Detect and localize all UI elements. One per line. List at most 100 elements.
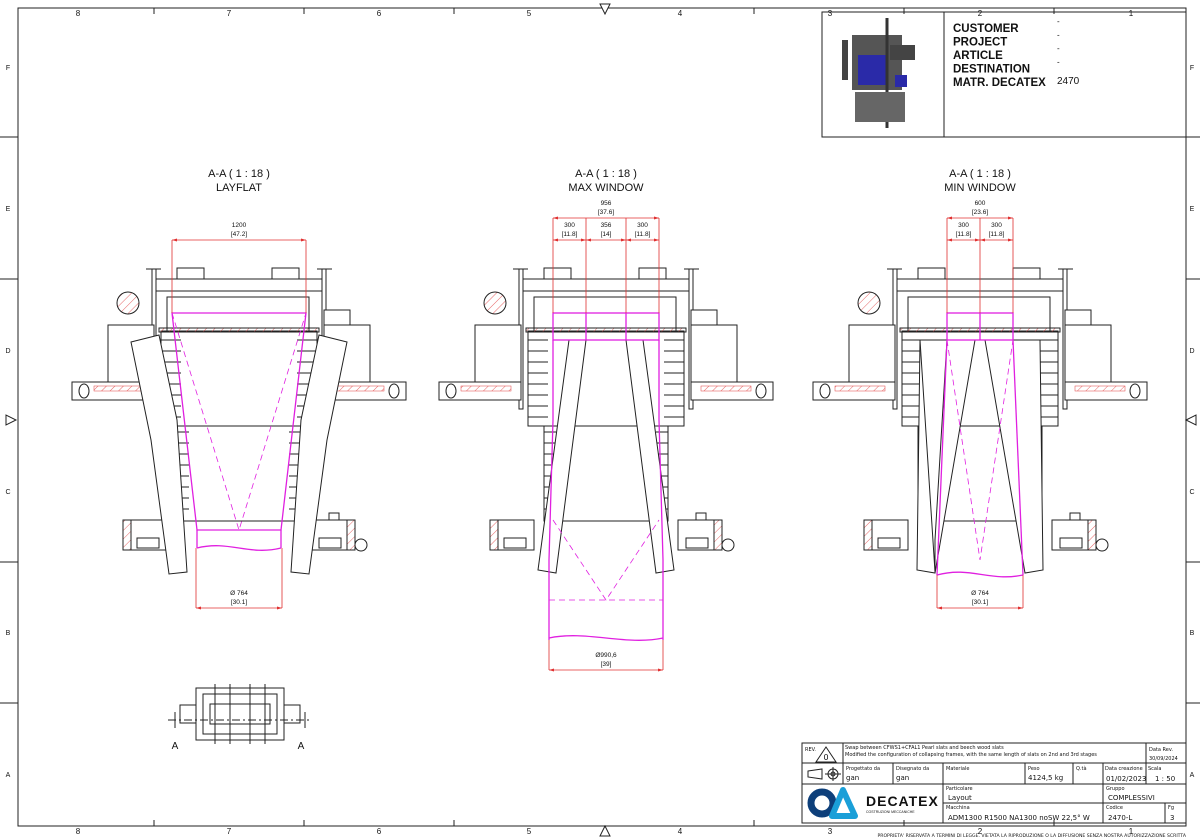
side-box-top — [1064, 309, 1092, 326]
dimension-value-inch: [39] — [601, 661, 612, 668]
info-value: - — [1057, 31, 1060, 40]
dimension-value: Ø 764 — [971, 590, 989, 597]
view-title: A-A ( 1 : 18 ) — [208, 168, 270, 180]
wheel — [1095, 538, 1109, 552]
dimension-arrow — [947, 216, 952, 220]
section-label-right: A — [298, 741, 305, 752]
plan-frame — [195, 687, 285, 741]
codice-label: Codice — [1106, 805, 1123, 811]
zone-left-C: C — [5, 489, 10, 496]
data-rev-label: Data Rev. — [1149, 747, 1173, 753]
carriage-slot — [503, 537, 527, 549]
dimension-arrow — [172, 238, 177, 242]
scala-label: Scala — [1148, 766, 1161, 772]
lower-ladder — [176, 425, 302, 522]
film-fold — [552, 519, 660, 601]
logo-tagline: COSTRUZIONI MECCANICHE — [866, 810, 915, 814]
dimension-arrow — [1018, 606, 1023, 610]
plan-side — [283, 704, 301, 724]
dimension-arrow — [553, 238, 558, 242]
rail-end — [819, 383, 831, 399]
dimension-arrow — [196, 606, 201, 610]
carriage-slot — [877, 537, 901, 549]
dimension-arrow — [277, 606, 282, 610]
collapsing-frame — [160, 330, 318, 427]
bottom-knob — [695, 512, 707, 521]
dimension-value-inch: [11.8] — [989, 231, 1005, 238]
dimension-value-inch: [30.1] — [231, 599, 247, 606]
rail-end — [755, 383, 767, 399]
inner-frame — [533, 296, 677, 332]
fg-value: 3 — [1170, 814, 1174, 822]
dimension-arrow — [980, 238, 985, 242]
progettato-value: gan — [846, 774, 859, 782]
rail-section — [460, 385, 512, 392]
info-value: - — [1057, 44, 1060, 53]
dimension-value-inch: [11.8] — [956, 231, 972, 238]
dimension-arrow — [654, 216, 659, 220]
dimension-value: Ø 764 — [230, 590, 248, 597]
slat-bar — [158, 327, 320, 333]
dimension-value-inch: [30.1] — [972, 599, 988, 606]
side-box-left — [474, 324, 522, 383]
dimension-value: 300 — [991, 222, 1002, 229]
top-frame — [155, 278, 323, 292]
gruppo-value: COMPLESSIVI — [1108, 794, 1155, 802]
inner-frame — [907, 296, 1051, 332]
dimension-arrow — [658, 668, 663, 672]
rail-section — [93, 385, 145, 392]
disegnato-value: gan — [896, 774, 909, 782]
bottom-knob — [1069, 512, 1081, 521]
plan-side — [179, 704, 197, 724]
view-title: A-A ( 1 : 18 ) — [949, 168, 1011, 180]
peso-value: 4124,5 kg — [1028, 774, 1063, 782]
dimension-arrow — [549, 668, 554, 672]
top-box — [176, 267, 205, 280]
zone-top-8: 8 — [76, 9, 81, 18]
center-mark-left-icon — [5, 414, 18, 426]
dimension-value: 356 — [601, 222, 612, 229]
bottom-section — [1087, 519, 1097, 551]
film-edge — [548, 635, 664, 641]
title-block: REV. 0 Swap between CFWS1+CFAL1 Pearl sl… — [801, 742, 1187, 839]
dimension-arrow — [937, 606, 942, 610]
info-label-destination: DESTINATION — [953, 64, 1030, 76]
zone-left-A: A — [6, 772, 11, 779]
collapsing-flap — [130, 334, 188, 575]
zone-left-B: B — [6, 630, 11, 637]
logo-ring — [807, 788, 837, 818]
zone-top-7: 7 — [227, 9, 232, 18]
zone-top-6: 6 — [377, 9, 382, 18]
dimension-arrow — [975, 238, 980, 242]
ownership-notice: PROPRIETA' RISERVATA A TERMINI DI LEGGE.… — [877, 833, 1186, 839]
zone-bottom-1: 1 — [1129, 827, 1134, 836]
side-box-right — [1064, 324, 1112, 383]
zone-bottom-5: 5 — [527, 827, 532, 836]
info-label-matr-decatex: MATR. DECATEX — [953, 77, 1046, 89]
info-block: CUSTOMER-PROJECT-ARTICLE-DESTINATION-MAT… — [821, 11, 1187, 138]
dimension-arrow — [301, 238, 306, 242]
side-box-top — [323, 309, 351, 326]
fg-label: Fg — [1168, 805, 1174, 811]
dimension-arrow — [581, 238, 586, 242]
zone-bottom-8: 8 — [76, 827, 81, 836]
particolare-value: Layout — [948, 794, 972, 802]
dimension-arrow — [621, 238, 626, 242]
zone-right-D: D — [1189, 348, 1194, 355]
dimension-value: 300 — [958, 222, 969, 229]
bottom-section — [713, 519, 723, 551]
rev-description-2: Modified the configuration of collapsing… — [845, 752, 1097, 758]
materiale-label: Materiale — [946, 766, 969, 772]
dimension-arrow — [654, 238, 659, 242]
dimension-value: 600 — [975, 200, 986, 207]
data-creazione-value: 01/02/2023 — [1106, 775, 1146, 783]
zone-right-A: A — [1190, 772, 1195, 779]
section-view-min-window: A-A ( 1 : 18 )MIN WINDOW600[23.6]300[11.… — [812, 168, 1148, 610]
film-edge — [936, 571, 1024, 578]
top-frame — [522, 278, 690, 292]
film-fold — [171, 312, 307, 532]
center-mark-right-icon — [1184, 414, 1197, 426]
